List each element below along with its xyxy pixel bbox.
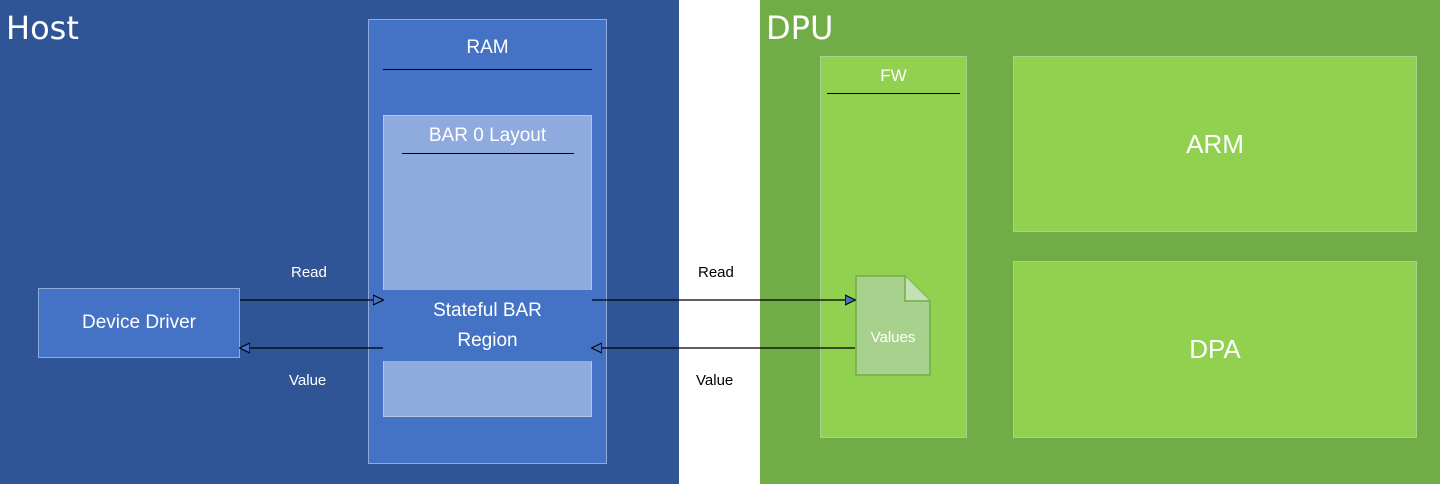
- ram-title: RAM: [466, 37, 509, 58]
- host-title: Host: [6, 9, 79, 47]
- values-label: Values: [870, 328, 916, 346]
- dpa-label: DPA: [1189, 334, 1241, 364]
- device-driver-block: Device Driver: [38, 288, 240, 358]
- values-document-icon: [855, 275, 931, 376]
- fw-title-underline: [827, 93, 960, 94]
- ram-title-underline: [383, 69, 592, 70]
- bar0-layout-block: BAR 0 Layout: [383, 115, 592, 417]
- arm-block: ARM: [1013, 56, 1417, 232]
- fw-value-label: Value: [696, 372, 734, 389]
- stateful-bar-region: Stateful BAR Region: [383, 290, 592, 361]
- driver-read-label: Read: [291, 264, 327, 281]
- bar0-layout-title: BAR 0 Layout: [428, 125, 547, 146]
- driver-value-label: Value: [289, 372, 327, 389]
- stateful-bar-region-label: Stateful BAR Region: [433, 299, 542, 351]
- arm-label: ARM: [1186, 128, 1244, 159]
- dpu-title: DPU: [766, 9, 834, 47]
- fw-title: FW: [880, 66, 907, 85]
- device-driver-label: Device Driver: [81, 312, 197, 333]
- dpa-block: DPA: [1013, 261, 1417, 438]
- fw-read-label: Read: [698, 264, 734, 281]
- bar0-layout-underline: [402, 153, 574, 154]
